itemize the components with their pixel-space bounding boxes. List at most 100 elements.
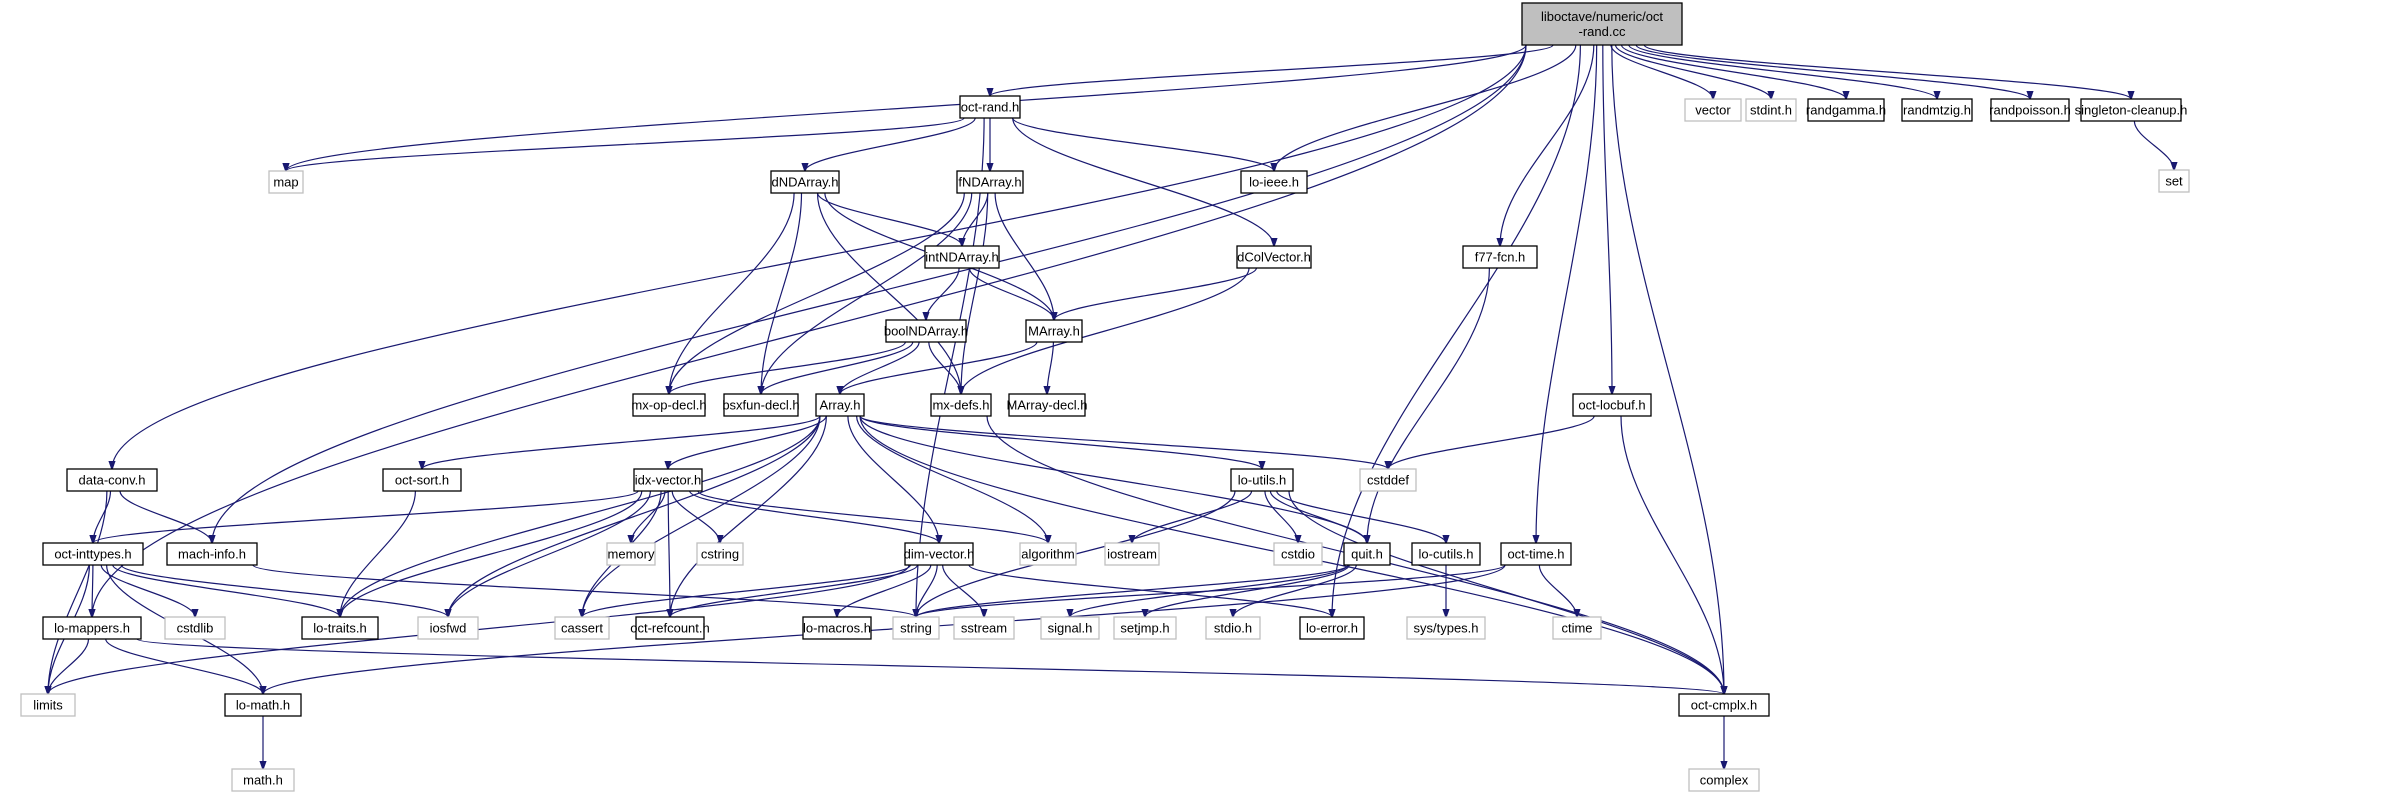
node-label: iostream [1107, 546, 1157, 561]
node-box[interactable] [770, 170, 840, 194]
node-label: complex [1700, 772, 1749, 787]
node-dndarray-h[interactable]: dNDArray.h [770, 170, 840, 194]
node-randmtzig-h[interactable]: randmtzig.h [1901, 98, 1973, 122]
node-box[interactable] [633, 468, 703, 492]
node-box[interactable] [1990, 98, 2070, 122]
node-label: string [900, 620, 932, 635]
node-singleton-cleanup-h[interactable]: singleton-cleanup.h [2075, 98, 2188, 122]
node-dcolvector-h[interactable]: dColVector.h [1236, 245, 1312, 269]
node-bsxfun-decl-h[interactable]: bsxfun-decl.h [722, 393, 800, 417]
node-oct-sort-h[interactable]: oct-sort.h [382, 468, 462, 492]
node-box[interactable] [1025, 319, 1083, 343]
node-dim-vector-h[interactable]: dim-vector.h [904, 542, 975, 566]
node-lo-macros-h[interactable]: lo-macros.h [802, 616, 872, 640]
node-box[interactable] [1008, 393, 1086, 417]
node-box[interactable] [66, 468, 158, 492]
edge-oct-inttypes-h-to-cstdlib [100, 564, 195, 617]
node-box[interactable] [635, 616, 705, 640]
node-box[interactable] [301, 616, 379, 640]
root-file-node: liboctave/numeric/oct-rand.cc [1521, 2, 1683, 46]
node-lo-mappers-h[interactable]: lo-mappers.h [42, 616, 142, 640]
node-marray-h[interactable]: MArray.h [1025, 319, 1083, 343]
edge-lo-mappers-h-to-oct-cmplx-h [136, 638, 1724, 694]
node-box[interactable] [802, 616, 872, 640]
node-lo-utils-h[interactable]: lo-utils.h [1230, 468, 1294, 492]
edge-array-h-to-oct-refcount-h [670, 415, 827, 617]
node-box[interactable] [956, 170, 1024, 194]
node-label: dNDArray.h [772, 174, 839, 189]
node-box[interactable] [632, 393, 706, 417]
node-box[interactable] [42, 542, 144, 566]
node-f77-fcn-h[interactable]: f77-fcn.h [1462, 245, 1538, 269]
node-randpoisson-h[interactable]: randpoisson.h [1989, 98, 2071, 122]
node-box[interactable] [2080, 98, 2182, 122]
node-box[interactable] [1236, 245, 1312, 269]
node-idx-vector-h[interactable]: idx-vector.h [633, 468, 703, 492]
node-box [892, 616, 940, 640]
node-oct-rand-h[interactable]: oct-rand.h [959, 95, 1021, 119]
node-data-conv-h[interactable]: data-conv.h [66, 468, 158, 492]
node-box[interactable] [42, 616, 142, 640]
node-quit-h[interactable]: quit.h [1343, 542, 1391, 566]
edge-idx-vector-h-to-iosfwd [448, 490, 651, 617]
node-cstdio: cstdio [1273, 542, 1323, 566]
node-box[interactable] [1240, 170, 1308, 194]
node-box [554, 616, 610, 640]
edge-mach-info-h-to-string [252, 564, 916, 617]
edge-root-to-oct-locbuf-h [1602, 44, 1612, 394]
node-label: fNDArray.h [958, 174, 1021, 189]
node-marray-decl-h[interactable]: MArray-decl.h [1007, 393, 1088, 417]
node-lo-ieee-h[interactable]: lo-ieee.h [1240, 170, 1308, 194]
node-box[interactable] [904, 542, 974, 566]
node-label: oct-rand.h [961, 99, 1020, 114]
node-label: ctime [1561, 620, 1592, 635]
node-label: randpoisson.h [1989, 102, 2071, 117]
node-array-h[interactable]: Array.h [815, 393, 865, 417]
node-box[interactable] [1807, 98, 1885, 122]
edge-oct-locbuf-h-to-cstddef [1388, 415, 1595, 469]
node-mach-info-h[interactable]: mach-info.h [166, 542, 258, 566]
node-box[interactable] [924, 245, 1000, 269]
node-lo-traits-h[interactable]: lo-traits.h [301, 616, 379, 640]
node-box[interactable] [815, 393, 865, 417]
node-box[interactable] [930, 393, 992, 417]
node-box[interactable] [1343, 542, 1391, 566]
node-oct-cmplx-h[interactable]: oct-cmplx.h [1678, 693, 1770, 717]
node-boolndarray-h[interactable]: boolNDArray.h [884, 319, 968, 343]
node-label: oct-inttypes.h [54, 546, 131, 561]
node-oct-time-h[interactable]: oct-time.h [1500, 542, 1572, 566]
node-lo-cutils-h[interactable]: lo-cutils.h [1411, 542, 1481, 566]
node-box[interactable] [224, 693, 302, 717]
node-randgamma-h[interactable]: randgamma.h [1806, 98, 1886, 122]
edge-root-to-mach-info-h [212, 44, 1527, 543]
node-label: dColVector.h [1237, 249, 1311, 264]
node-oct-inttypes-h[interactable]: oct-inttypes.h [42, 542, 144, 566]
node-box[interactable] [1500, 542, 1572, 566]
node-label: sys/types.h [1413, 620, 1478, 635]
edge-idx-vector-h-to-cstring [671, 490, 720, 543]
node-lo-math-h[interactable]: lo-math.h [224, 693, 302, 717]
node-box[interactable] [1411, 542, 1481, 566]
node-box[interactable] [1678, 693, 1770, 717]
node-oct-refcount-h[interactable]: oct-refcount.h [630, 616, 710, 640]
node-string: string [892, 616, 940, 640]
node-label: MArray-decl.h [1007, 397, 1088, 412]
node-fndarray-h[interactable]: fNDArray.h [956, 170, 1024, 194]
node-box[interactable] [885, 319, 967, 343]
node-box[interactable] [1230, 468, 1294, 492]
node-intndarray-h[interactable]: intNDArray.h [924, 245, 1000, 269]
node-lo-error-h[interactable]: lo-error.h [1299, 616, 1365, 640]
edge-lo-utils-h-to-iostream [1132, 490, 1253, 543]
edge-root-to-stdint-h [1614, 44, 1772, 99]
node-box[interactable] [1299, 616, 1365, 640]
node-mx-defs-h[interactable]: mx-defs.h [930, 393, 992, 417]
node-oct-locbuf-h[interactable]: oct-locbuf.h [1572, 393, 1652, 417]
node-box[interactable] [1572, 393, 1652, 417]
node-box[interactable] [1901, 98, 1973, 122]
node-mx-op-decl-h[interactable]: mx-op-decl.h [631, 393, 707, 417]
node-box[interactable] [959, 95, 1021, 119]
node-box[interactable] [1462, 245, 1538, 269]
node-box[interactable] [723, 393, 799, 417]
node-box[interactable] [166, 542, 258, 566]
node-box[interactable] [382, 468, 462, 492]
